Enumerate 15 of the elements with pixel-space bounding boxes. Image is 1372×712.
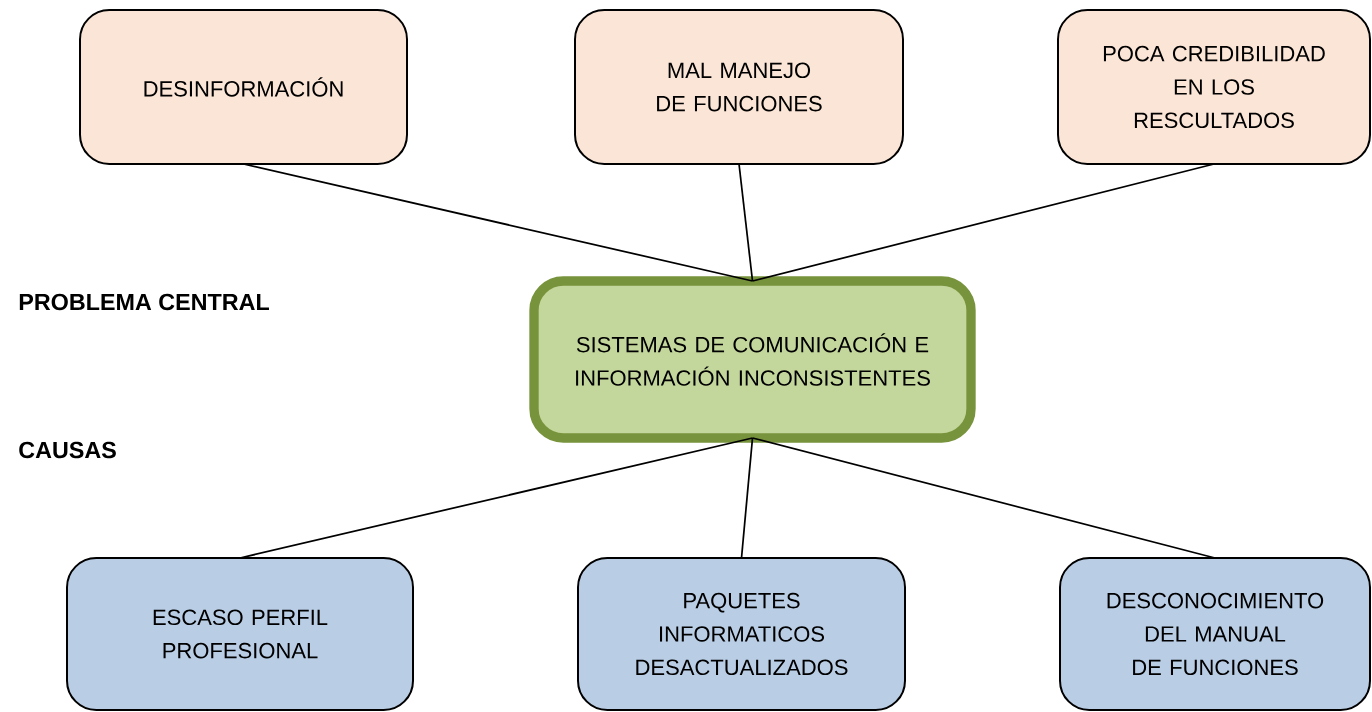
connector (738, 163, 754, 282)
connector (740, 437, 754, 559)
effect-box: DESINFORMACIÓN (79, 9, 408, 165)
effect-box: POCA CREDIBILIDAD EN LOS RESCULTADOS (1057, 9, 1371, 165)
cause-box: DESCONOCIMIENTO DEL MANUAL DE FUNCIONES (1059, 557, 1371, 711)
connector (239, 437, 754, 559)
cause-box: ESCASO PERFIL PROFESIONAL (66, 557, 414, 711)
effect-box: MAL MANEJO DE FUNCIONES (574, 9, 904, 165)
connector (751, 437, 1216, 559)
connector (242, 163, 754, 282)
problem-box: SISTEMAS DE COMUNICACIÓN E INFORMACIÓN INCONSISTENTES (529, 276, 976, 443)
section-heading: PROBLEMA CENTRAL (19, 293, 269, 311)
cause-box: PAQUETES INFORMATICOS DESACTUALIZADOS (577, 557, 906, 711)
connector (751, 163, 1215, 282)
section-heading: CAUSAS (19, 441, 116, 459)
